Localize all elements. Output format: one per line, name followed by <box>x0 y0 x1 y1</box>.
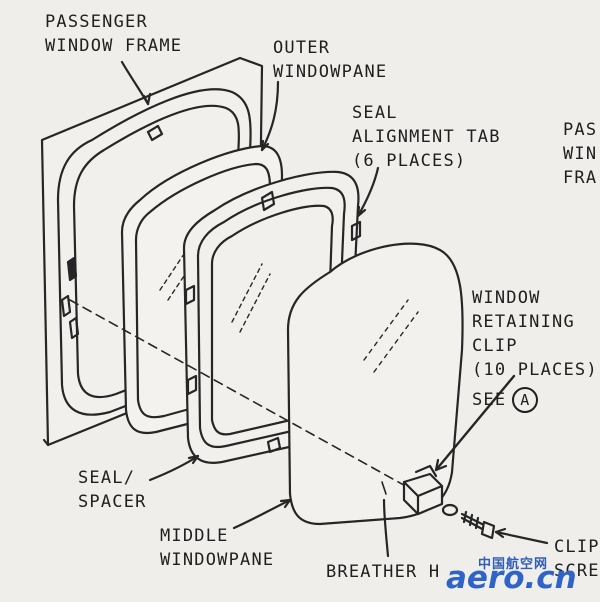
watermark-logo: aero.cn <box>446 560 577 596</box>
label-breather-hole: BREATHER H <box>326 562 441 582</box>
retaining-clip <box>402 464 444 516</box>
label-outer-windowpane: OUTER WINDOWPANE <box>273 38 388 82</box>
clip-screw <box>441 503 496 540</box>
middle-windowpane <box>286 242 464 526</box>
label-window-retaining-clip: WINDOW RETAINING CLIP (10 PLACES) <box>472 288 598 380</box>
label-clip-screw: CLIP SCRE <box>554 537 600 581</box>
label-cut-off-right: PAS WIN FRA <box>563 120 598 188</box>
label-middle-windowpane: MIDDLE WINDOWPANE <box>160 526 275 570</box>
detail-ref-circle: A <box>512 387 539 413</box>
label-seal-spacer: SEAL/ SPACER <box>78 468 147 512</box>
see-text: SEE <box>472 390 507 410</box>
label-seal-alignment-tab: SEAL ALIGNMENT TAB (6 PLACES) <box>352 103 501 171</box>
label-passenger-window-frame: PASSENGER WINDOW FRAME <box>45 12 183 56</box>
watermark-chinese: 中国航空网 <box>478 557 549 572</box>
